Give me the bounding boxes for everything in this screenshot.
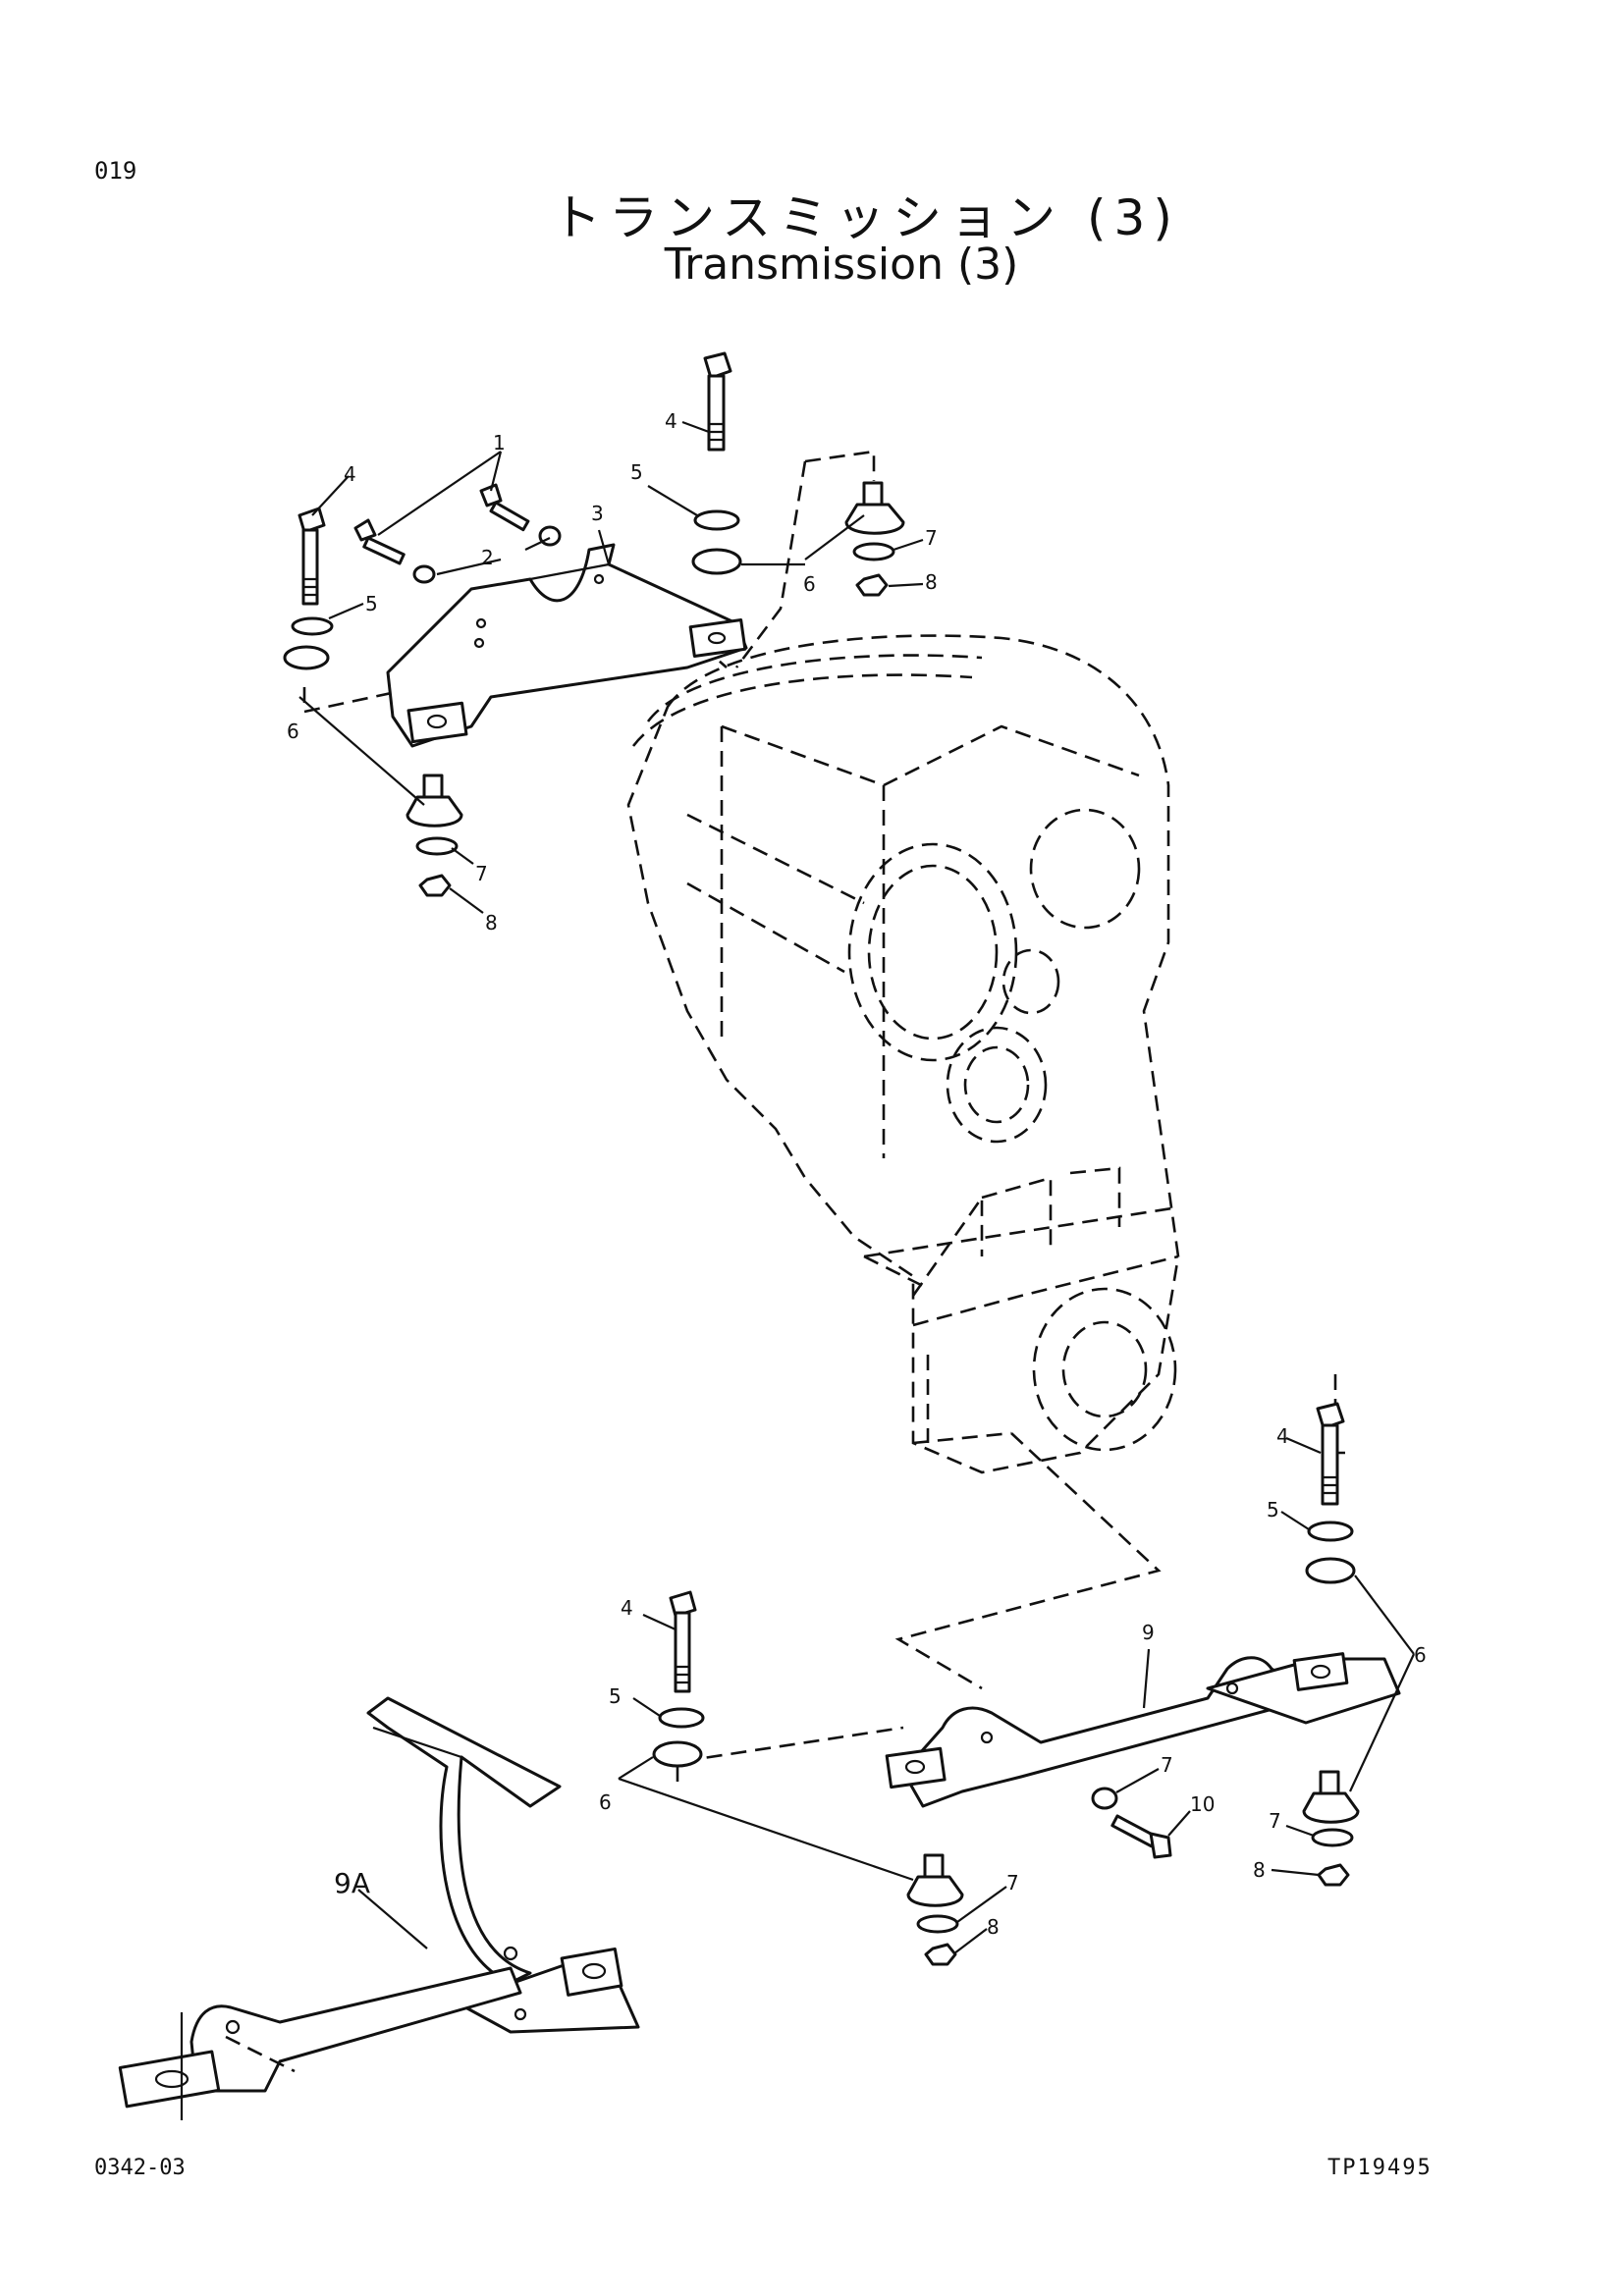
bottom-right-washer-7 xyxy=(1311,1828,1354,1847)
bottom-right-nut-8 xyxy=(1317,1863,1350,1887)
top-right-washer-7 xyxy=(852,542,895,561)
page-title-english: Transmission (3) xyxy=(664,240,1019,290)
callout-bot-right-4: 4 xyxy=(1276,1424,1289,1448)
transmission-housing-outline xyxy=(626,634,1180,1474)
callout-bot-9a: 9A xyxy=(334,1867,370,1899)
callout-bot-left-5: 5 xyxy=(609,1684,622,1708)
bottom-left-lock-washer-5 xyxy=(658,1707,705,1729)
drawing-reference-number: TP19495 xyxy=(1327,2156,1433,2180)
top-left-mount-6 xyxy=(406,774,463,828)
callout-top-right-5: 5 xyxy=(630,460,643,484)
callout-top-left-8: 8 xyxy=(485,911,498,934)
callout-top-right-7: 7 xyxy=(925,526,938,550)
bottom-right-mount-6 xyxy=(1302,1770,1360,1824)
small-washer-2a xyxy=(412,564,436,584)
top-right-mount-6 xyxy=(844,481,905,535)
callout-bot-right-7: 7 xyxy=(1269,1809,1281,1833)
callout-bot-10: 10 xyxy=(1190,1792,1215,1816)
callout-bot-7-mid: 7 xyxy=(1161,1753,1173,1777)
bottom-right-washer-6 xyxy=(1305,1557,1356,1584)
top-left-lock-washer-5 xyxy=(291,616,334,636)
callout-top-right-6: 6 xyxy=(803,572,816,596)
top-right-washer-6 xyxy=(691,548,742,575)
callout-bot-left-6: 6 xyxy=(599,1790,612,1814)
callout-top-3: 3 xyxy=(591,502,604,525)
callout-bot-right-6: 6 xyxy=(1414,1643,1427,1667)
bracket-bolt-10 xyxy=(1110,1814,1172,1859)
top-right-lock-washer-5 xyxy=(693,509,740,531)
bottom-left-washer-6 xyxy=(652,1740,703,1768)
top-left-washer-6 xyxy=(283,645,330,670)
small-bolt-1a xyxy=(353,518,406,565)
callout-top-1: 1 xyxy=(493,431,506,454)
bottom-left-nut-8 xyxy=(924,1943,957,1966)
callout-top-left-4: 4 xyxy=(344,462,356,486)
callout-top-left-5: 5 xyxy=(365,592,378,615)
callout-bot-left-4: 4 xyxy=(621,1596,633,1620)
small-bolt-1b xyxy=(479,483,530,532)
bracket-washer-7 xyxy=(1091,1787,1118,1810)
callout-bot-left-7: 7 xyxy=(1006,1871,1019,1895)
callout-bot-left-8: 8 xyxy=(987,1915,1000,1939)
bottom-mounting-bracket-9 xyxy=(885,1652,1401,1808)
callout-top-left-7: 7 xyxy=(475,862,488,885)
top-left-nut-8 xyxy=(418,874,452,897)
leader-lines xyxy=(298,420,1415,1954)
bottom-left-washer-7 xyxy=(916,1914,959,1934)
top-right-nut-8 xyxy=(855,573,889,597)
page-number: 019 xyxy=(94,157,137,185)
bottom-left-mount-6 xyxy=(906,1853,964,1907)
top-mounting-bracket xyxy=(386,543,748,748)
page-title-japanese: トランスミッション (3) xyxy=(552,189,1180,246)
alternate-bracket-9a xyxy=(118,1696,640,2120)
callout-top-left-6: 6 xyxy=(287,720,299,743)
callout-top-right-4: 4 xyxy=(665,409,677,433)
callout-bot-9: 9 xyxy=(1142,1621,1155,1644)
bottom-right-lock-washer-5 xyxy=(1307,1521,1354,1542)
bottom-right-bolt-4 xyxy=(1316,1402,1345,1506)
callout-bot-right-5: 5 xyxy=(1267,1498,1279,1522)
top-left-bolt-4 xyxy=(298,507,326,606)
callout-top-2: 2 xyxy=(481,546,494,569)
callout-bot-right-8: 8 xyxy=(1253,1858,1266,1882)
callout-top-right-8: 8 xyxy=(925,570,938,594)
bottom-left-bolt-4 xyxy=(669,1590,697,1693)
top-left-washer-7 xyxy=(415,836,459,856)
top-right-bolt-4 xyxy=(703,351,732,452)
drawing-code: 0342-03 xyxy=(94,2156,186,2180)
